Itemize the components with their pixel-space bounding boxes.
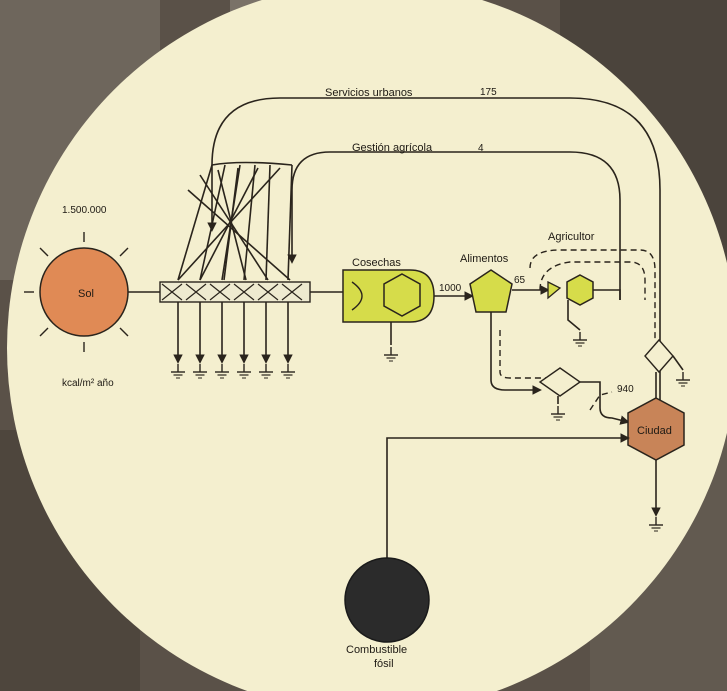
farmer-value: 65 bbox=[514, 275, 526, 286]
fossil-fuel-label-line1: Combustible bbox=[346, 644, 407, 656]
crops-producer-icon bbox=[343, 270, 434, 322]
crops-value: 1000 bbox=[439, 283, 462, 294]
urban-services-value: 175 bbox=[480, 87, 497, 98]
city-label: Ciudad bbox=[637, 425, 672, 437]
fossil-fuel-label-line2: fósil bbox=[374, 658, 394, 670]
interaction-chain bbox=[160, 282, 310, 302]
agricultural-management-label: Gestión agrícola bbox=[352, 142, 433, 154]
solar-unit-label: kcal/m² año bbox=[62, 378, 114, 389]
city-value: 940 bbox=[617, 384, 634, 395]
food-label: Alimentos bbox=[460, 253, 509, 265]
agricultural-management-value: 4 bbox=[478, 143, 484, 154]
solar-value: 1.500.000 bbox=[62, 205, 107, 216]
farmer-label: Agricultor bbox=[548, 231, 595, 243]
fossil-fuel-source-icon bbox=[345, 558, 429, 642]
crops-label: Cosechas bbox=[352, 257, 401, 269]
urban-services-label: Servicios urbanos bbox=[325, 87, 413, 99]
sun-label: Sol bbox=[78, 288, 94, 300]
